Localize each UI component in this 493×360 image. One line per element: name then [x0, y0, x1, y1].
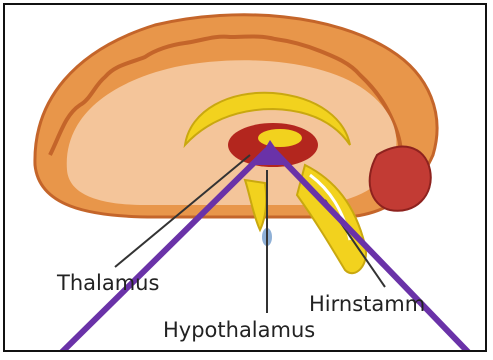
cerebellum	[370, 147, 431, 211]
thalamus-highlight	[258, 129, 302, 147]
diagram-frame: Thalamus Hirnstamm Hypothalamus	[3, 3, 487, 352]
hirnstamm-label: Hirnstamm	[309, 292, 425, 316]
hypothalamus-label: Hypothalamus	[163, 318, 315, 342]
thalamus-label: Thalamus	[57, 271, 159, 295]
